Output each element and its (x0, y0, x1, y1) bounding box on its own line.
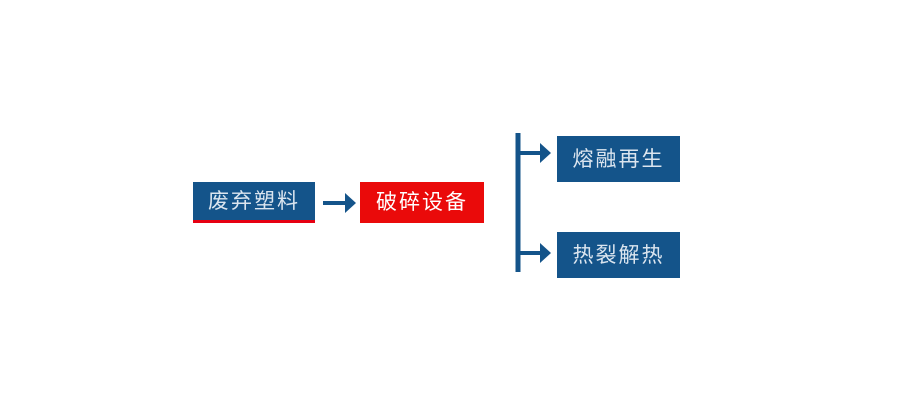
node-waste-plastic-label: 废弃塑料 (208, 189, 300, 213)
arrow-right-icon-svg (323, 193, 356, 213)
node-pyrolysis[interactable]: 热裂解热 (557, 232, 680, 278)
node-waste-plastic[interactable]: 废弃塑料 (193, 182, 315, 223)
arrow-right-icon (318, 186, 362, 220)
node-crusher-label: 破碎设备 (376, 191, 468, 214)
node-crusher[interactable]: 破碎设备 (360, 182, 484, 223)
node-melt-regeneration[interactable]: 熔融再生 (557, 136, 680, 182)
node-pyrolysis-label: 热裂解热 (572, 243, 665, 267)
branch-split-arrows-icon (505, 126, 565, 282)
node-melt-regeneration-label: 熔融再生 (572, 147, 665, 171)
branch-split-arrows-icon-svg (515, 133, 551, 272)
